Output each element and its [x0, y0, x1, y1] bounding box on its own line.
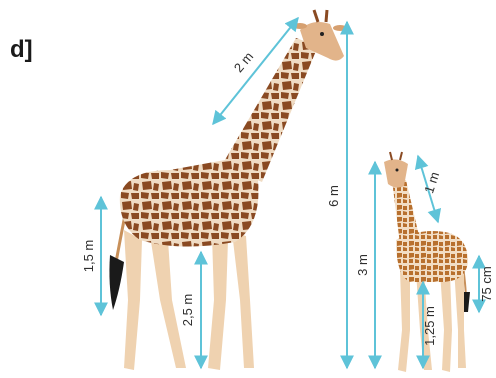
calf-leg-height-label: 1,25 m: [422, 306, 437, 346]
adult-neck-length-label: 2 m: [231, 49, 256, 75]
tail-tuft-icon: [109, 255, 124, 310]
adult-tail-length-label: 1,5 m: [81, 240, 96, 273]
adult-giraffe: [109, 10, 347, 370]
calf-tail-length-label: 75 cm: [479, 266, 494, 301]
calf-total-height-label: 3 m: [355, 254, 370, 276]
adult-total-height-label: 6 m: [326, 185, 341, 207]
adult-leg-height-label: 2,5 m: [180, 294, 195, 327]
part-label: d]: [10, 36, 33, 63]
